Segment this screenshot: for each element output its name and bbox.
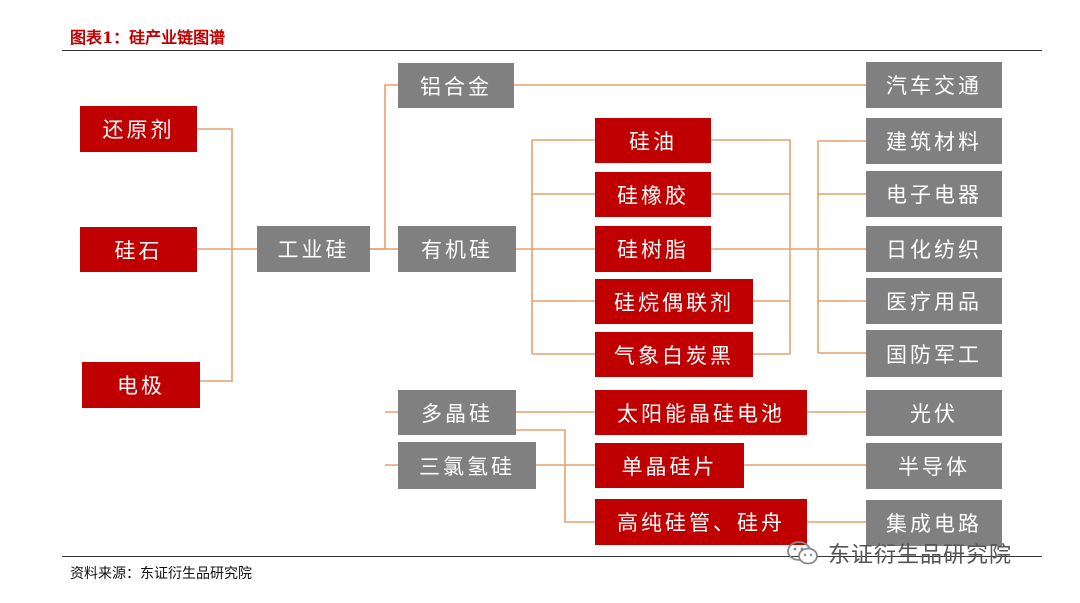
node-bandaoti: 半导体: [866, 443, 1002, 489]
node-yiliaoyongpin: 医疗用品: [866, 278, 1002, 324]
node-guixiangjiao: 硅橡胶: [595, 172, 711, 217]
node-guishi: 硅石: [80, 227, 197, 272]
node-danjingguipian: 单晶硅片: [595, 443, 744, 488]
node-qixiangbaitanhei: 气象白炭黑: [595, 332, 753, 377]
link-applications-bracket: [817, 140, 866, 354]
node-dianji: 电极: [82, 362, 200, 408]
link-duojinggui-down: [516, 429, 595, 523]
link-silicone-bracket: [711, 139, 866, 355]
link-gongyegui-bracket: [370, 84, 398, 466]
node-jichengdianlu: 集成电路: [866, 500, 1002, 546]
link-raw-bracket: [197, 128, 233, 382]
bottom-divider: [62, 556, 1042, 557]
node-lvhejin: 铝合金: [398, 63, 514, 108]
node-taiyangneng: 太阳能晶硅电池: [595, 390, 807, 435]
node-guofangjungong: 国防军工: [866, 330, 1002, 377]
figure-title: 图表1：硅产业链图谱: [70, 28, 226, 47]
node-youjigui: 有机硅: [398, 226, 516, 272]
node-guiwanouilianji: 硅烷偶联剂: [595, 279, 753, 324]
node-rihuafangzhi: 日化纺织: [866, 226, 1002, 272]
link-youjigui-bracket: [516, 139, 595, 355]
watermark-text: 东证衍生品研究院: [828, 543, 1013, 568]
node-sanlvqinggui: 三氯氢硅: [398, 442, 536, 489]
node-gaochunguiguan: 高纯硅管、硅舟: [595, 499, 807, 545]
node-jianzhucailiao: 建筑材料: [866, 118, 1002, 164]
wechat-icon: [787, 541, 818, 565]
watermark: 东证衍生品研究院: [786, 538, 1012, 568]
top-divider: [62, 50, 1042, 51]
node-gongyegui: 工业硅: [257, 226, 370, 272]
source-note: 资料来源：东证衍生品研究院: [70, 566, 252, 582]
node-guiyou: 硅油: [595, 118, 711, 163]
node-dianzidianqi: 电子电器: [866, 171, 1002, 217]
node-huanyuanji: 还原剂: [80, 106, 197, 152]
node-duojinggui: 多晶硅: [398, 390, 516, 435]
node-guangfu: 光伏: [866, 390, 1002, 436]
node-qichejiaotong: 汽车交通: [866, 62, 1002, 108]
node-guishuzhi: 硅树脂: [595, 226, 711, 272]
